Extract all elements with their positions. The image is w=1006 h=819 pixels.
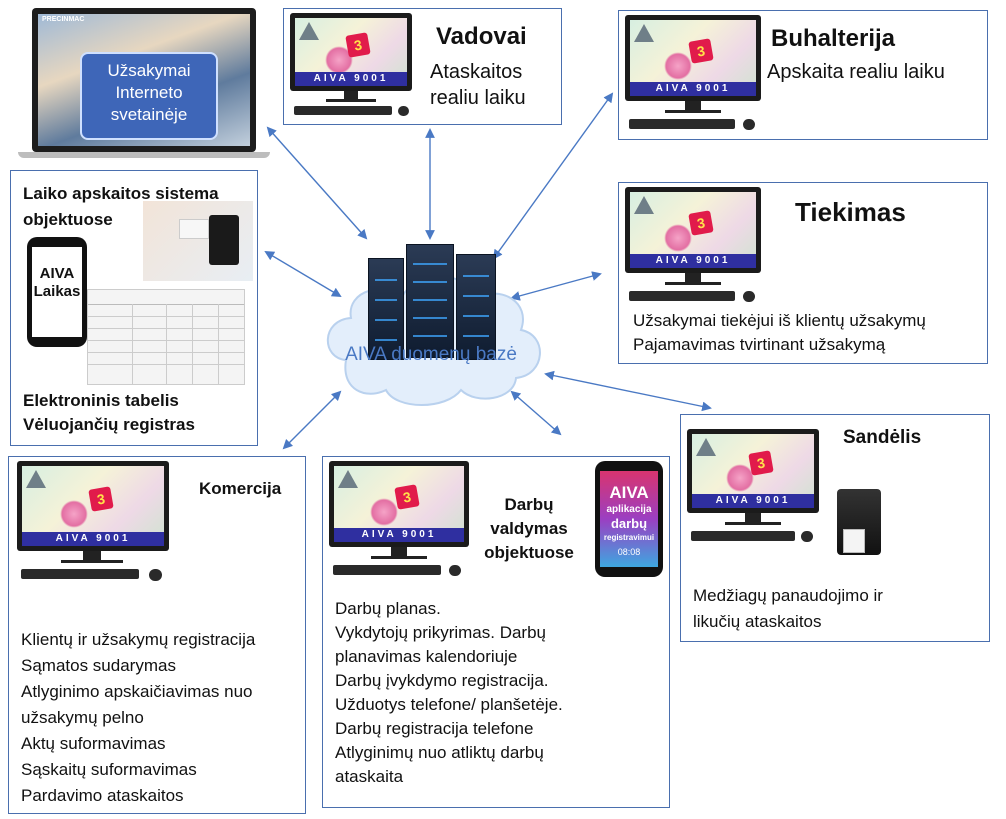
site-brand: PRECINMAC: [42, 16, 85, 23]
laikas-title: Laiko apskaitos sistema objektuose: [23, 184, 219, 229]
arrow-laikas: [264, 250, 342, 298]
komercija-box: 3 AIVA 9001 Komercija Klientų ir užsakym…: [8, 456, 306, 814]
phone-icon: AIVA Laikas: [27, 237, 87, 347]
laikas-bottom: Elektroninis tabelis Vėluojančių registr…: [23, 391, 195, 434]
monitor-icon: 3 AIVA 9001: [17, 461, 169, 587]
darbai-box: 3 AIVA 9001 Darbų valdymas objektuose AI…: [322, 456, 670, 808]
arrow-tiekimas: [510, 271, 602, 301]
monitor-icon: 3 AIVA 9001: [625, 15, 761, 137]
card-reader-icon: [143, 201, 253, 281]
buhalterija-subtitle: Apskaita realiu laiku: [767, 61, 945, 83]
vadovai-title: Vadovai: [436, 23, 527, 50]
phone-app-label: AIVA aplikacija darbų registravimui 08:0…: [603, 483, 655, 557]
timesheet-table: [87, 289, 245, 385]
database-label: AIVA duomenų bazė: [345, 344, 517, 365]
monitor-icon: 3 AIVA 9001: [329, 461, 469, 583]
buhalterija-box: 3 AIVA 9001 Buhalterija Apskaita realiu …: [618, 10, 988, 140]
arrow-buhalterija: [492, 92, 614, 260]
arrow-sandelis: [544, 370, 712, 412]
vadovai-subtitle: Ataskaitos realiu laiku: [430, 61, 526, 109]
arrow-komercija: [282, 390, 342, 450]
arrow-darbai: [510, 390, 562, 436]
phone-app-icon: AIVA aplikacija darbų registravimui 08:0…: [595, 461, 663, 577]
database-cloud: AIVA duomenų bazė: [316, 240, 546, 418]
darbai-lines: Darbų planas. Vykdytojų prikyrimas. Darb…: [335, 599, 563, 786]
tiekimas-box: 3 AIVA 9001 Tiekimas Užsakymai tiekėjui …: [618, 182, 988, 364]
tiekimas-title: Tiekimas: [795, 197, 906, 227]
vadovai-box: 3 AIVA 9001 Vadovai Ataskaitos realiu la…: [283, 8, 562, 125]
komercija-lines: Klientų ir užsakymų registracija Sąmatos…: [21, 630, 256, 805]
tiekimas-lines: Užsakymai tiekėjui iš klientų užsakymų P…: [633, 311, 926, 354]
label-printer-icon: [837, 489, 881, 555]
sandelis-box: 3 AIVA 9001 Sandėlis Medžiagų panaudojim…: [680, 414, 990, 642]
buhalterija-title: Buhalterija: [771, 25, 896, 52]
darbai-title: Darbų valdymas objektuose: [484, 495, 574, 562]
sandelis-title: Sandėlis: [843, 427, 922, 448]
monitor-icon: 3 AIVA 9001: [625, 187, 761, 309]
arrow-web: [266, 126, 368, 240]
sandelis-lines: Medžiagų panaudojimo ir likučių ataskait…: [693, 586, 883, 631]
phone-label: AIVA Laikas: [33, 265, 81, 300]
komercija-title: Komercija: [199, 479, 282, 498]
laiko-apskaita-box: Laiko apskaitos sistema objektuose AIVA …: [10, 170, 258, 446]
monitor-icon: 3 AIVA 9001: [687, 429, 819, 549]
monitor-icon: 3 AIVA 9001: [290, 13, 412, 123]
web-orders-label: Užsakymai Interneto svetainėje: [80, 52, 218, 140]
